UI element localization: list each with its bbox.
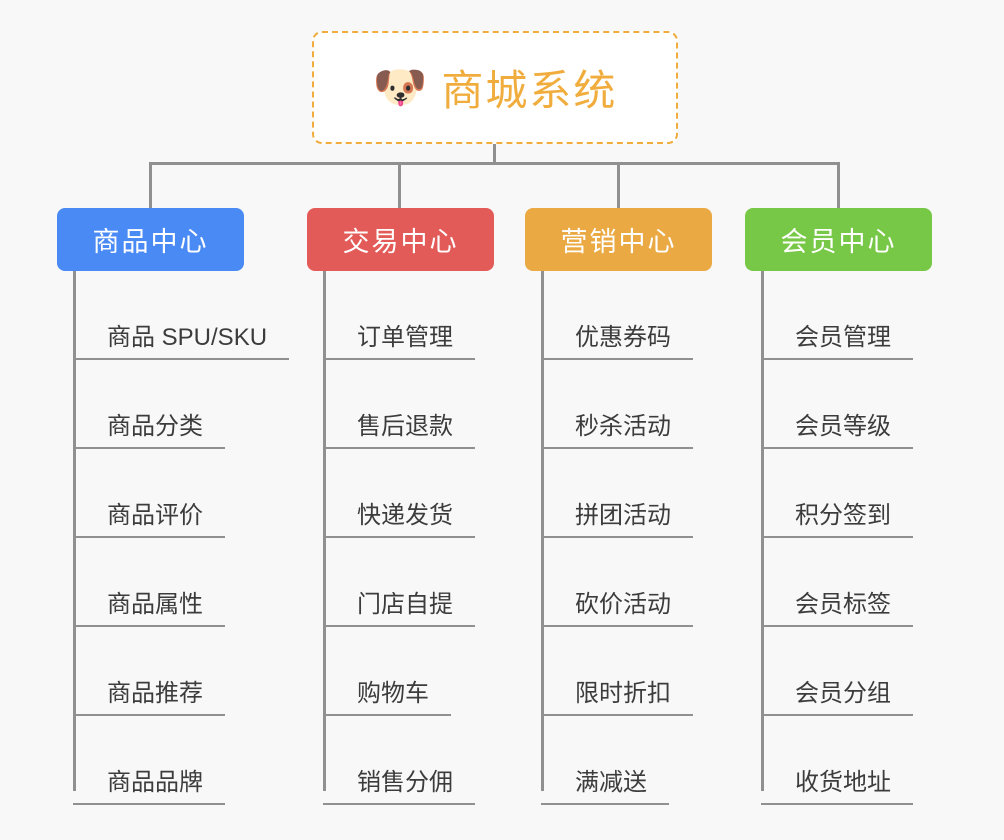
leaf-group-marketing: 优惠券码 秒杀活动 拼团活动 砍价活动 限时折扣 满减送 [541, 271, 755, 805]
branch-column-product: 商品中心 商品 SPU/SKU 商品分类 商品评价 商品属性 商品推荐 [57, 208, 290, 805]
branch-column-member: 会员中心 会员管理 会员等级 积分签到 会员标签 会员分组 [745, 208, 975, 805]
list-item[interactable]: 砍价活动 [541, 538, 755, 627]
leaf-group-product: 商品 SPU/SKU 商品分类 商品评价 商品属性 商品推荐 商品品牌 [73, 271, 290, 805]
branch-drop-connector-0 [149, 162, 152, 210]
leaf-group-member: 会员管理 会员等级 积分签到 会员标签 会员分组 收货地址 [761, 271, 975, 805]
leaf-label: 积分签到 [761, 502, 913, 538]
branch-header-member[interactable]: 会员中心 [745, 208, 932, 271]
branch-header-product[interactable]: 商品中心 [57, 208, 244, 271]
leaf-label: 商品属性 [73, 591, 225, 627]
leaf-label: 会员管理 [761, 324, 913, 360]
leaf-label: 门店自提 [323, 591, 475, 627]
leaf-label: 收货地址 [761, 769, 913, 805]
list-item[interactable]: 收货地址 [761, 716, 975, 805]
leaf-label: 商品 SPU/SKU [73, 324, 290, 360]
list-item[interactable]: 积分签到 [761, 449, 975, 538]
list-item[interactable]: 会员等级 [761, 360, 975, 449]
leaf-list-marketing: 优惠券码 秒杀活动 拼团活动 砍价活动 限时折扣 满减送 [541, 271, 755, 805]
root-stem-connector [493, 144, 496, 164]
leaf-list-product: 商品 SPU/SKU 商品分类 商品评价 商品属性 商品推荐 商品品牌 [73, 271, 290, 805]
leaf-trunk-connector [761, 271, 764, 791]
leaf-label: 商品分类 [73, 413, 225, 449]
leaf-label: 砍价活动 [541, 591, 693, 627]
list-item[interactable]: 限时折扣 [541, 627, 755, 716]
list-item[interactable]: 拼团活动 [541, 449, 755, 538]
leaf-label: 商品推荐 [73, 680, 225, 716]
leaf-label: 会员等级 [761, 413, 913, 449]
leaf-label: 会员标签 [761, 591, 913, 627]
leaf-label: 拼团活动 [541, 502, 693, 538]
branch-drop-connector-2 [617, 162, 620, 210]
branch-column-trade: 交易中心 订单管理 售后退款 快递发货 门店自提 购物车 [307, 208, 537, 805]
leaf-label: 满减送 [541, 769, 669, 805]
branch-drop-connector-1 [398, 162, 401, 210]
list-item[interactable]: 门店自提 [323, 538, 537, 627]
branch-header-label: 营销中心 [560, 227, 677, 257]
leaf-label: 商品品牌 [73, 769, 225, 805]
leaf-label: 售后退款 [323, 413, 475, 449]
list-item[interactable]: 会员分组 [761, 627, 975, 716]
list-item[interactable]: 销售分佣 [323, 716, 537, 805]
leaf-list-member: 会员管理 会员等级 积分签到 会员标签 会员分组 收货地址 [761, 271, 975, 805]
branch-header-marketing[interactable]: 营销中心 [525, 208, 712, 271]
leaf-label: 购物车 [323, 680, 451, 716]
root-title: 商城系统 [441, 67, 618, 114]
root-node[interactable]: 🐶 商城系统 [312, 31, 678, 144]
leaf-label: 销售分佣 [323, 769, 475, 805]
list-item[interactable]: 秒杀活动 [541, 360, 755, 449]
list-item[interactable]: 商品推荐 [73, 627, 287, 716]
leaf-trunk-connector [323, 271, 326, 791]
list-item[interactable]: 会员管理 [761, 271, 975, 360]
leaf-label: 快递发货 [323, 502, 475, 538]
list-item[interactable]: 优惠券码 [541, 271, 755, 360]
leaf-list-trade: 订单管理 售后退款 快递发货 门店自提 购物车 销售分佣 [323, 271, 537, 805]
branch-column-marketing: 营销中心 优惠券码 秒杀活动 拼团活动 砍价活动 限时折扣 [525, 208, 755, 805]
leaf-trunk-connector [73, 271, 76, 791]
leaf-label: 限时折扣 [541, 680, 693, 716]
leaf-label: 秒杀活动 [541, 413, 693, 449]
list-item[interactable]: 商品分类 [73, 360, 287, 449]
branch-header-label: 会员中心 [780, 227, 897, 257]
list-item[interactable]: 购物车 [323, 627, 537, 716]
leaf-label: 订单管理 [323, 324, 475, 360]
list-item[interactable]: 售后退款 [323, 360, 537, 449]
list-item[interactable]: 商品 SPU/SKU [73, 271, 290, 360]
leaf-label: 优惠券码 [541, 324, 693, 360]
list-item[interactable]: 会员标签 [761, 538, 975, 627]
branch-header-trade[interactable]: 交易中心 [307, 208, 494, 271]
leaf-label: 商品评价 [73, 502, 225, 538]
dog-face-icon: 🐶 [372, 62, 428, 112]
list-item[interactable]: 快递发货 [323, 449, 537, 538]
horizontal-bus-connector [149, 162, 839, 165]
list-item[interactable]: 商品属性 [73, 538, 287, 627]
leaf-group-trade: 订单管理 售后退款 快递发货 门店自提 购物车 销售分佣 [323, 271, 537, 805]
branch-header-label: 商品中心 [92, 227, 209, 257]
list-item[interactable]: 商品品牌 [73, 716, 287, 805]
branch-header-label: 交易中心 [342, 227, 459, 257]
list-item[interactable]: 商品评价 [73, 449, 287, 538]
leaf-trunk-connector [541, 271, 544, 791]
branch-drop-connector-3 [837, 162, 840, 210]
leaf-label: 会员分组 [761, 680, 913, 716]
list-item[interactable]: 满减送 [541, 716, 755, 805]
list-item[interactable]: 订单管理 [323, 271, 537, 360]
